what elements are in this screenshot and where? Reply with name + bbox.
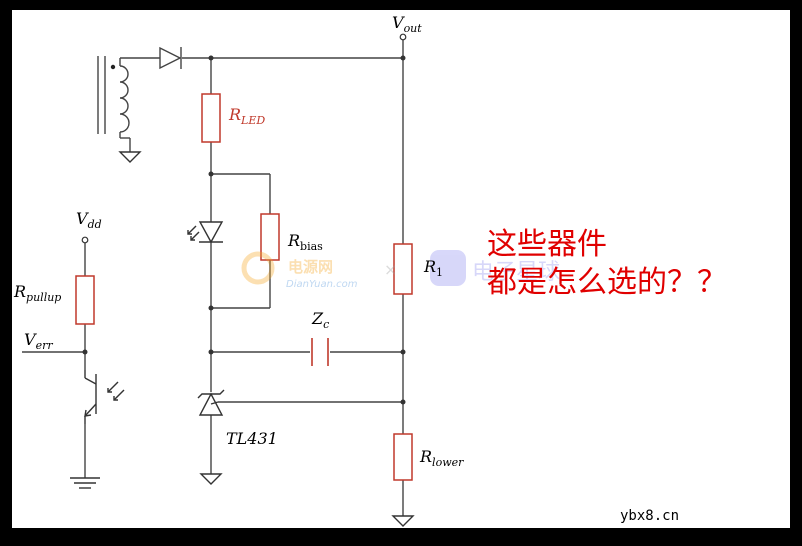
question-line-1: 这些器件	[487, 227, 607, 262]
opto-phototransistor	[84, 370, 125, 424]
vout-terminal	[399, 33, 407, 41]
watermark-brand: 电源网	[288, 258, 333, 276]
terminals	[81, 33, 407, 244]
vdd-terminal	[81, 236, 89, 244]
watermark-logo2-icon	[430, 250, 466, 286]
wires	[22, 38, 404, 516]
grounds	[70, 151, 415, 527]
rled-resistor	[201, 93, 221, 143]
rpullup-resistor	[75, 275, 95, 325]
transformer	[97, 56, 130, 134]
watermark: 电源网 DianYuan.com × 电子星球	[241, 250, 560, 290]
ground-symbol	[391, 515, 415, 527]
resistors	[75, 93, 413, 481]
watermark-domain: DianYuan.com	[286, 279, 358, 290]
opto-led	[187, 221, 224, 244]
ground-symbol	[118, 151, 142, 163]
label-zc: Zc	[311, 309, 329, 331]
label-vout: Vout	[392, 13, 422, 35]
label-rpullup: Rpullup	[13, 282, 61, 304]
label-r1: R1	[423, 257, 443, 279]
r1-resistor	[393, 243, 413, 295]
rbias-resistor	[260, 213, 280, 261]
label-vdd: Vdd	[76, 209, 102, 231]
svg-text:×: ×	[384, 260, 397, 279]
polarity-dot	[110, 64, 116, 70]
label-tl431: TL431	[226, 429, 278, 448]
label-rlower: Rlower	[419, 447, 464, 469]
label-rled: RLED	[228, 105, 265, 127]
rlower-resistor	[393, 433, 413, 481]
output-diode	[159, 46, 182, 70]
junctions	[82, 55, 406, 405]
tl431-regulator	[197, 389, 225, 416]
watermark-brand2: 电子星球	[472, 260, 560, 285]
zc-capacitor	[311, 338, 329, 366]
question-line-2: 都是怎么选的？？	[487, 265, 727, 300]
watermark-logo-icon	[241, 251, 275, 285]
ground-symbol	[199, 473, 223, 485]
label-verr: Verr	[24, 330, 53, 352]
label-rbias: Rbias	[287, 231, 323, 253]
site-watermark: ybx8.cn	[620, 508, 679, 524]
